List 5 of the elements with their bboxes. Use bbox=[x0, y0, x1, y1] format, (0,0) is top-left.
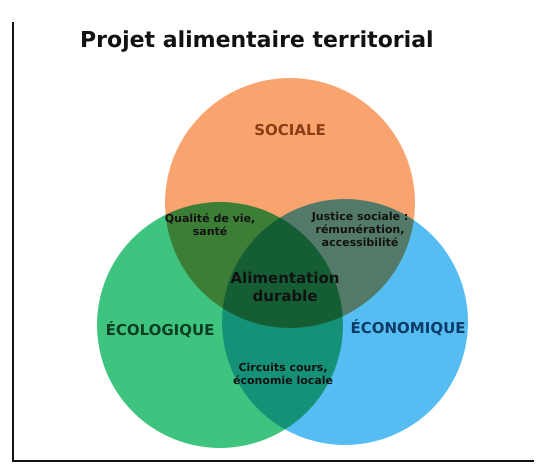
overlap-label: Justice sociale : rémunération, accessibilité bbox=[310, 210, 410, 250]
circle-label: ÉCONOMIQUE bbox=[350, 319, 466, 337]
diagram-title: Projet alimentaire territorial bbox=[80, 28, 434, 53]
circle-label: ÉCOLOGIQUE bbox=[106, 321, 214, 339]
circle-label: SOCIALE bbox=[254, 121, 326, 139]
